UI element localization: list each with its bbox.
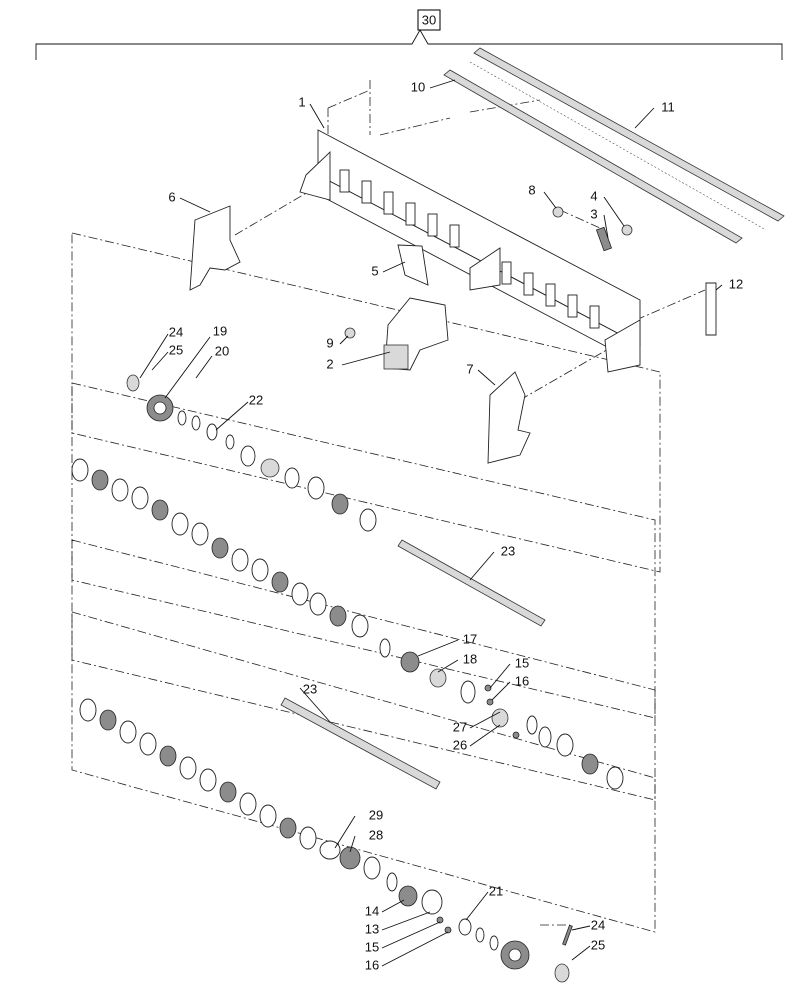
callout-24-upper: 24 — [169, 324, 183, 339]
callout-2: 2 — [326, 356, 333, 371]
callout-8: 8 — [528, 182, 535, 197]
part-23-shaft-upper — [397, 539, 546, 627]
callout-15-lower: 15 — [365, 939, 379, 954]
callout-29: 29 — [369, 807, 383, 822]
part-6-plate — [189, 205, 241, 291]
callout-6: 6 — [168, 189, 175, 204]
callout-11: 11 — [661, 99, 675, 114]
rotor-disc-row-2 — [79, 698, 381, 880]
callout-9: 9 — [326, 335, 333, 350]
callout-28: 28 — [369, 827, 383, 842]
callout-23-lower: 23 — [303, 681, 317, 696]
callout-15-upper: 15 — [515, 655, 529, 670]
callout-25-lower: 25 — [591, 937, 605, 952]
callout-22: 22 — [249, 392, 263, 407]
construction-lines — [71, 80, 706, 933]
callout-labels: 1 2 3 4 5 6 7 8 9 10 11 12 13 14 15 15 1… — [168, 79, 743, 972]
callout-10: 10 — [411, 79, 425, 94]
rotor-disc-row-1 — [71, 458, 377, 638]
part-1-frame — [299, 129, 641, 373]
callout-24-lower: 24 — [591, 917, 605, 932]
callout-17: 17 — [463, 631, 477, 646]
part-11-bar — [469, 47, 785, 231]
part-12-strip — [705, 282, 717, 336]
callout-12: 12 — [729, 276, 743, 291]
leader-lines — [139, 79, 723, 967]
callout-23-upper: 23 — [501, 543, 515, 558]
callout-1: 1 — [298, 94, 305, 109]
bearing-set-lower — [386, 872, 573, 983]
callout-21: 21 — [489, 883, 503, 898]
callout-14: 14 — [365, 903, 379, 918]
callout-16-lower: 16 — [365, 957, 379, 972]
bearing-set-middle — [379, 638, 624, 790]
callout-3: 3 — [590, 206, 597, 221]
part-7-plate — [487, 371, 531, 464]
part-23-shaft-lower — [280, 697, 441, 790]
hardware-top — [344, 206, 633, 339]
upper-shaft-assembly — [126, 374, 300, 489]
callout-7: 7 — [466, 361, 473, 376]
callout-4: 4 — [590, 188, 597, 203]
callout-16-upper: 16 — [515, 673, 529, 688]
callout-30: 30 — [422, 12, 436, 27]
assembly-bracket: 30 — [35, 9, 783, 60]
callout-5: 5 — [371, 263, 378, 278]
callout-19: 19 — [213, 323, 227, 338]
callout-27: 27 — [453, 719, 467, 734]
callout-18: 18 — [463, 651, 477, 666]
part-5-bracket — [397, 244, 429, 286]
callout-20: 20 — [215, 343, 229, 358]
part-10-bar — [443, 69, 743, 244]
callout-25-upper: 25 — [169, 342, 183, 357]
part-2-housing — [383, 297, 449, 371]
callout-13: 13 — [365, 921, 379, 936]
callout-26: 26 — [453, 737, 467, 752]
